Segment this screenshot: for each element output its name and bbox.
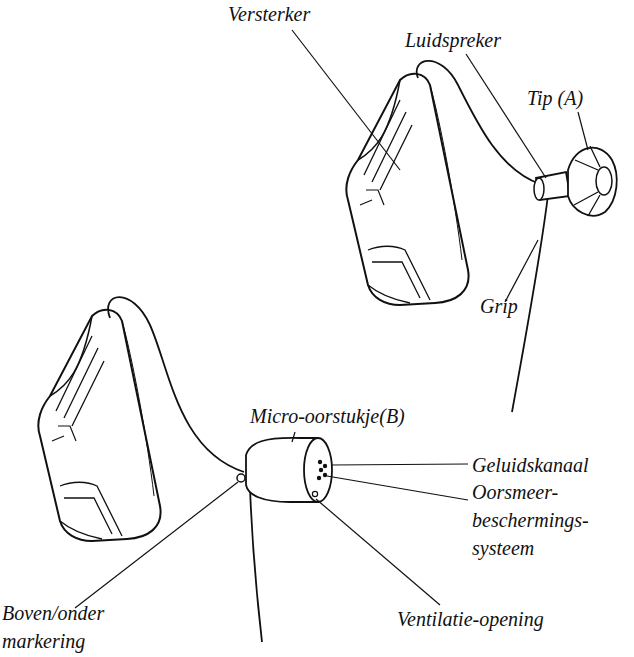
part-label: Tip (A) (527, 84, 583, 112)
part-label: Luidspreker (405, 26, 501, 54)
tube (108, 297, 244, 472)
part-label: Geluidskanaal (472, 451, 589, 479)
part-label: Grip (480, 292, 518, 320)
speaker (534, 172, 570, 200)
tube (417, 61, 540, 184)
amplifier-body (38, 310, 160, 541)
micro-earpiece (237, 438, 332, 502)
part-label: Boven/onder markering (2, 599, 152, 655)
part-label: Oorsmeer- beschermings- systeem (472, 478, 607, 562)
amplifier-body (346, 74, 468, 305)
grip-line (250, 488, 262, 642)
part-label: Micro-oorstukje(B) (250, 402, 405, 430)
part-label: Versterker (228, 0, 310, 28)
dome-tip (568, 146, 617, 216)
part-label: Ventilatie-opening (397, 605, 544, 633)
